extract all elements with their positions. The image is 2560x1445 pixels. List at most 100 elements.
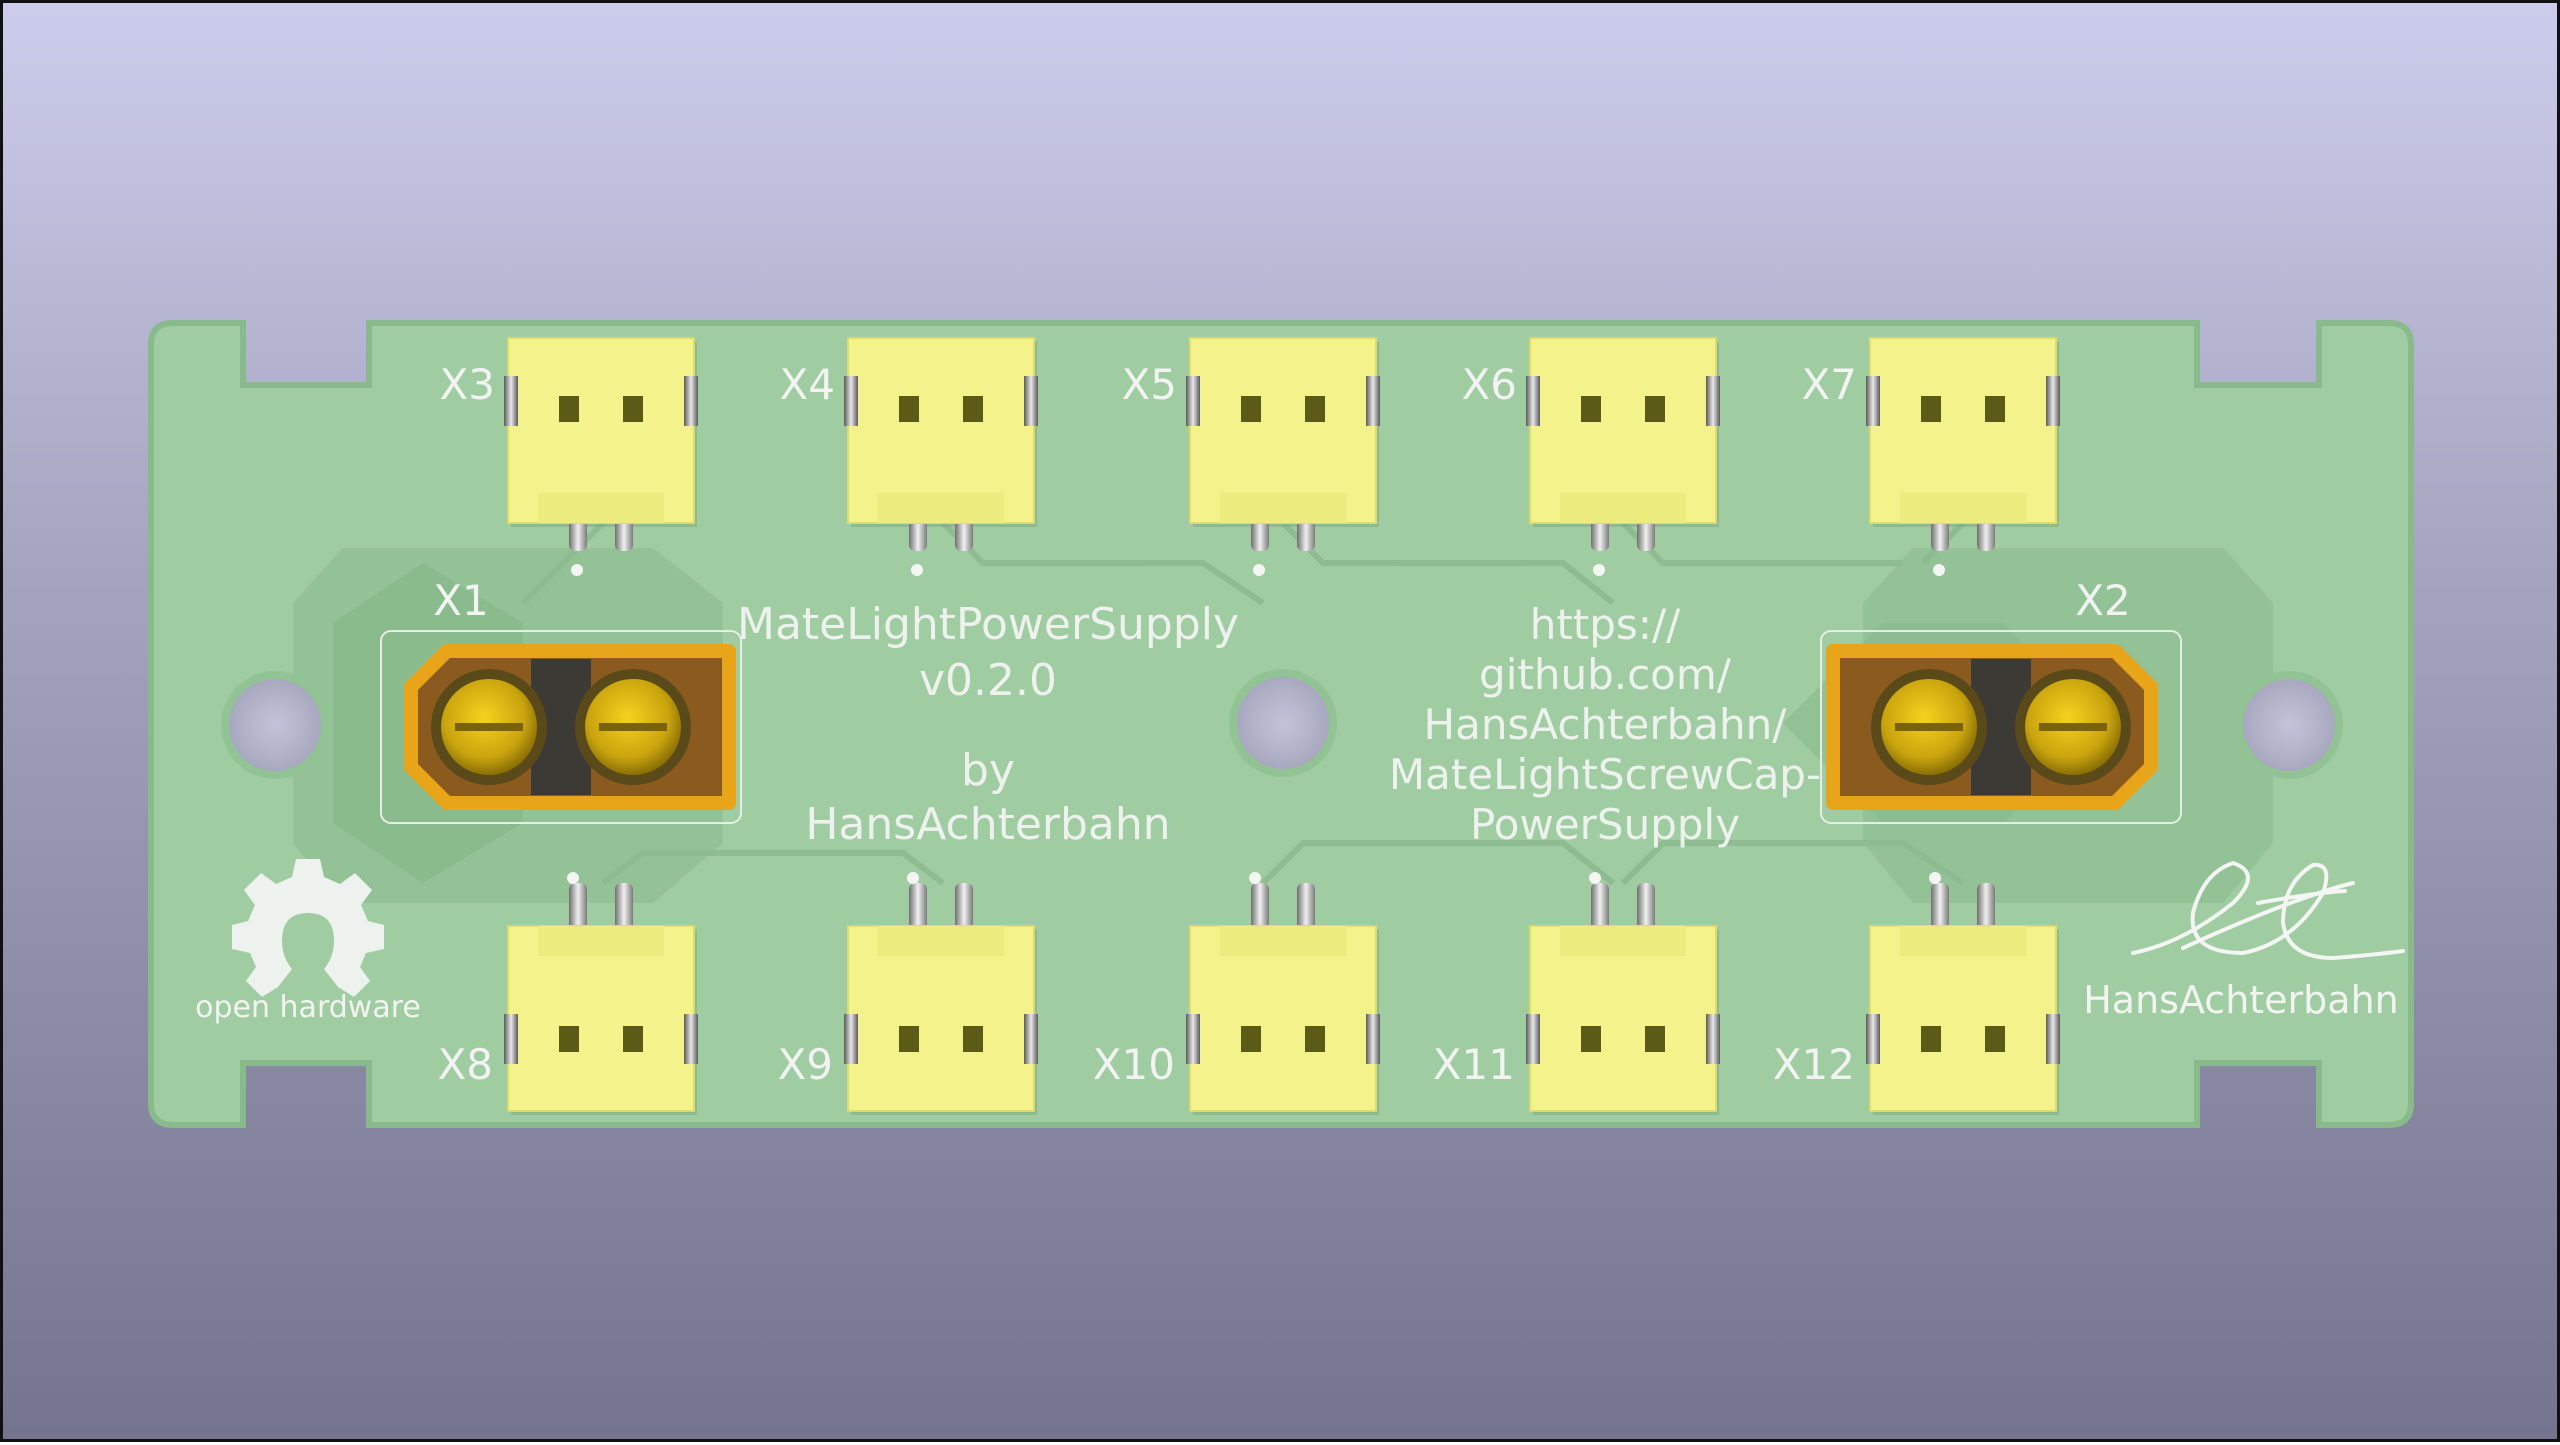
signature: HansAchterbahn [2083,860,2405,1022]
connector-step [1220,926,1346,956]
connector-tab [504,376,518,426]
screw-slot [1895,723,1963,731]
pin1-marker [1929,872,1941,884]
connector-window [623,396,643,422]
connector-X11[interactable]: X11 [1433,872,1720,1115]
top-connector-row: X3 X4 X5 X6 X7 [440,337,2061,576]
connector-tab [2046,376,2060,426]
connector-label: X5 [1122,360,1178,409]
pin1-marker [1589,872,1601,884]
connector-tab [1526,376,1540,426]
connector-tab [1526,1014,1540,1064]
power-connector-X1[interactable]: X1 [380,576,742,824]
connector-tab [1866,1014,1880,1064]
open-hardware-text: open hardware [195,990,421,1025]
connector-tab [684,376,698,426]
power-connector-label: X2 [2075,576,2131,625]
connector-body [1189,337,1377,524]
connector-step [1560,493,1686,523]
connector-X8[interactable]: X8 [438,872,699,1115]
board-version: v0.2.0 [919,655,1057,706]
connector-step [878,493,1004,523]
connector-tab [1024,1014,1038,1064]
connector-window [1645,1026,1665,1052]
courtyard-outline [380,630,742,824]
gear-icon [232,859,384,997]
courtyard-outline [1820,630,2182,824]
connector-window [899,396,919,422]
connector-body [1869,925,2057,1112]
url-line-3: HansAchterbahn/ [1424,700,1788,749]
connector-label: X6 [1462,360,1518,409]
connector-window [1241,396,1261,422]
url-line-2: github.com/ [1479,650,1732,699]
connector-X3[interactable]: X3 [440,337,699,576]
connector-window [963,396,983,422]
pin1-marker [1593,564,1605,576]
connector-X5[interactable]: X5 [1122,337,1381,576]
connector-body [1529,337,1717,524]
connector-step [1900,926,2026,956]
connector-window [1921,1026,1941,1052]
board-title: MateLightPowerSupply [737,599,1239,650]
connector-X10[interactable]: X10 [1093,872,1380,1115]
screw-slot [2039,723,2107,731]
silkscreen-title-block: MateLightPowerSupply v0.2.0 by HansAchte… [737,599,1239,850]
connector-label: X9 [778,1040,834,1089]
connector-step [538,493,664,523]
connector-window [899,1026,919,1052]
pin1-marker [567,872,579,884]
connector-step [878,926,1004,956]
connector-X12[interactable]: X12 [1773,872,2060,1115]
connector-body [1529,925,1717,1112]
connector-step [1560,926,1686,956]
connector-tab [1186,376,1200,426]
url-line-1: https:// [1530,600,1681,649]
connector-tab [1186,1014,1200,1064]
connector-window [559,396,579,422]
connector-tab [504,1014,518,1064]
screw-slot [455,723,523,731]
connector-window [1645,396,1665,422]
connector-step [1900,493,2026,523]
connector-label: X4 [780,360,836,409]
connector-X4[interactable]: X4 [780,337,1039,576]
connector-step [538,926,664,956]
power-connectors: X1 X2 [380,576,2182,824]
power-connector-label: X1 [433,576,489,625]
connector-tab [2046,1014,2060,1064]
connector-X9[interactable]: X9 [778,872,1039,1115]
pin1-marker [1933,564,1945,576]
connector-X7[interactable]: X7 [1802,337,2061,576]
connector-window [1305,1026,1325,1052]
url-line-4: MateLightScrewCap- [1389,750,1821,799]
pin1-marker [907,872,919,884]
connector-window [1581,1026,1601,1052]
connector-label: X12 [1773,1040,1855,1089]
connector-window [1581,396,1601,422]
connector-tab [1366,1014,1380,1064]
connector-tab [844,1014,858,1064]
connector-window [559,1026,579,1052]
connector-window [1985,396,2005,422]
open-hardware-logo: open hardware [195,859,421,1025]
connector-label: X7 [1802,360,1858,409]
connector-tab [1866,376,1880,426]
connector-body [847,337,1035,524]
connector-label: X10 [1093,1040,1175,1089]
signature-text: HansAchterbahn [2083,978,2399,1022]
connector-tab [1366,376,1380,426]
connector-window [1985,1026,2005,1052]
mounting-hole-left [229,679,321,771]
connector-body [1189,925,1377,1112]
connector-window [1305,396,1325,422]
connector-window [963,1026,983,1052]
power-connector-X2[interactable]: X2 [1820,576,2182,824]
connector-X6[interactable]: X6 [1462,337,1721,576]
connector-tab [1024,376,1038,426]
pin1-marker [911,564,923,576]
pin1-marker [571,564,583,576]
